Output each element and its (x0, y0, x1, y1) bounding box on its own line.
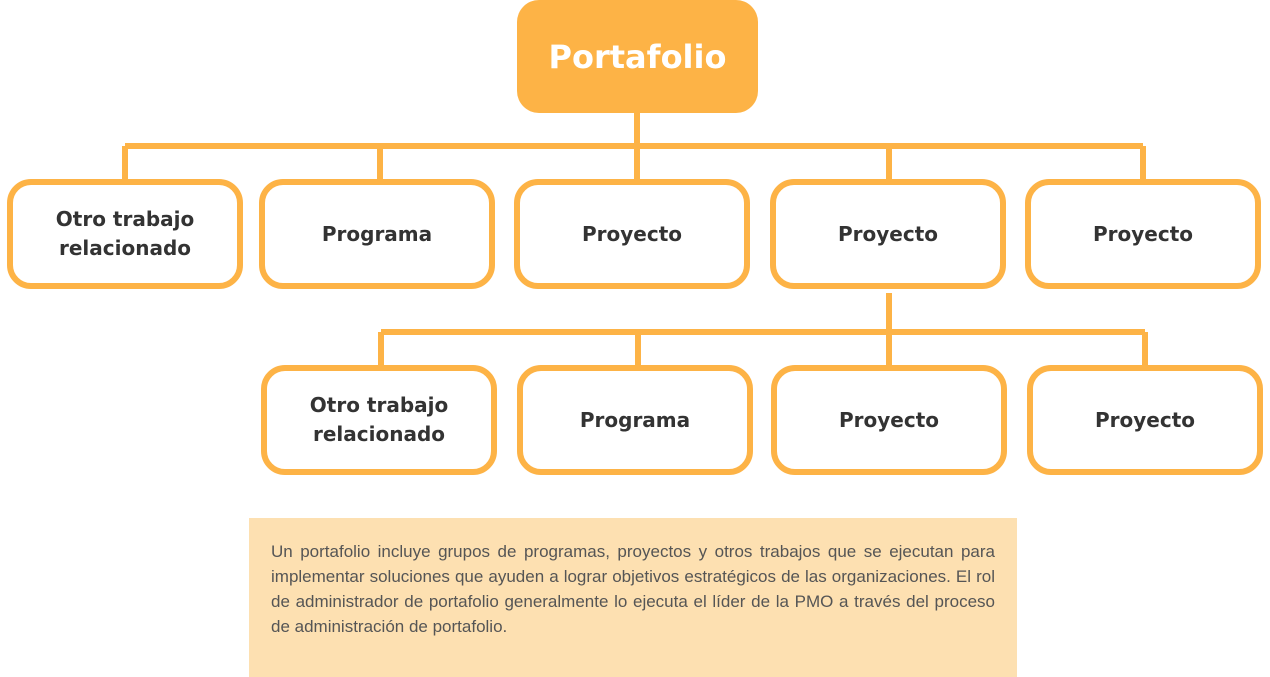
node-proyecto: Proyecto (514, 179, 750, 289)
root-node-label: Portafolio (548, 37, 727, 76)
description-box: Un portafolio incluye grupos de programa… (249, 518, 1017, 677)
node-label: Otro trabajo relacionado (55, 207, 195, 260)
subnode-proyecto: Proyecto (1027, 365, 1263, 475)
node-label: Programa (321, 221, 433, 246)
node-label: Otro trabajo relacionado (309, 393, 449, 446)
node-label: Proyecto (1092, 221, 1194, 246)
node-programa: Programa (259, 179, 495, 289)
subnode-proyecto: Proyecto (771, 365, 1007, 475)
description-text: Un portafolio incluye grupos de programa… (271, 542, 995, 636)
node-label: Proyecto (838, 407, 940, 432)
subnode-otro-trabajo-relacionado: Otro trabajo relacionado (261, 365, 497, 475)
node-label: Programa (579, 407, 691, 432)
node-label: Proyecto (581, 221, 683, 246)
node-proyecto: Proyecto (1025, 179, 1261, 289)
node-otro-trabajo-relacionado: Otro trabajo relacionado (7, 179, 243, 289)
root-node-portafolio: Portafolio (517, 0, 758, 113)
subnode-programa: Programa (517, 365, 753, 475)
node-label: Proyecto (837, 221, 939, 246)
node-proyecto-parent: Proyecto (770, 179, 1006, 289)
node-label: Proyecto (1094, 407, 1196, 432)
